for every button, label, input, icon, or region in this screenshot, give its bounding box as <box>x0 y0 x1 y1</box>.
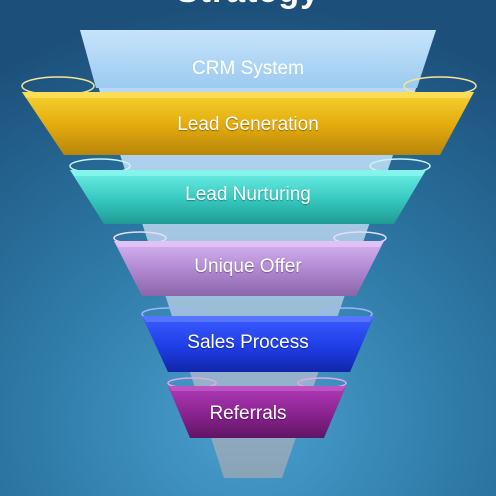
stage-unique-offer-band <box>113 231 387 296</box>
stage-lead-nurturing-band <box>69 158 431 224</box>
stage-lead-gen-band <box>21 76 477 155</box>
stage-label-lead-gen: Lead Generation <box>177 114 319 135</box>
stage-label-sales-process: Sales Process <box>187 332 309 353</box>
stage-sales-process-band <box>141 307 374 372</box>
stage-referrals-band <box>167 377 347 438</box>
stage-label-lead-nurturing: Lead Nurturing <box>185 184 311 205</box>
stage-crm-band <box>80 30 436 88</box>
diagram-title: Strategy <box>0 0 496 8</box>
stage-label-crm: CRM System <box>192 58 304 79</box>
stage-label-referrals: Referrals <box>209 403 287 424</box>
stage-label-unique-offer: Unique Offer <box>194 256 302 277</box>
